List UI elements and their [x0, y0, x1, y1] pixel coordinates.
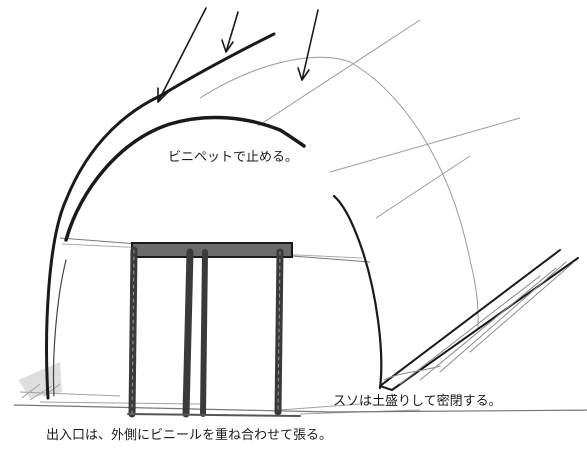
clip-arrows: [157, 7, 319, 103]
soil-mound: [379, 249, 579, 391]
front-arch-frame: [45, 32, 383, 400]
door-frame: [127, 242, 301, 418]
skirt-note-label: スソは土盛りして密閉する。: [333, 394, 502, 409]
door-note-label: 出入口は、外側にビニールを重ね合わせて張る。: [46, 428, 333, 443]
back-arch-frame: [59, 19, 521, 329]
ground-soil: [13, 362, 587, 415]
clip-note-label: ビニペットで止める。: [168, 150, 299, 165]
